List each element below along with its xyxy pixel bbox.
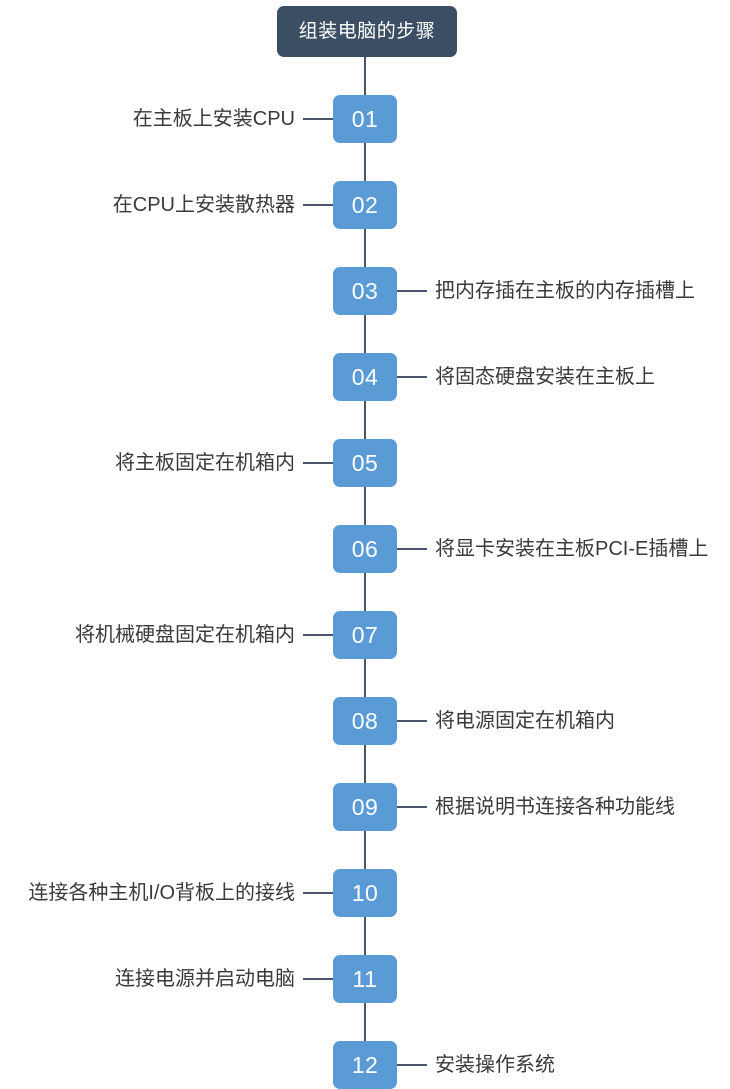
step-row: 04 将固态硬盘安装在主板上 xyxy=(0,353,730,401)
step-connector-line xyxy=(303,462,334,464)
step-number-box[interactable]: 10 xyxy=(333,869,397,917)
flowchart-title-text: 组装电脑的步骤 xyxy=(298,21,436,42)
step-row: 03 把内存插在主板的内存插槽上 xyxy=(0,267,730,315)
step-label-left: 连接各种主机I/O背板上的接线 xyxy=(28,882,295,904)
step-connector-line xyxy=(396,290,427,292)
step-label-right: 安装操作系统 xyxy=(435,1054,555,1076)
step-number-text: 03 xyxy=(351,277,379,304)
step-label-left: 将主板固定在机箱内 xyxy=(115,452,295,474)
step-row: 06 将显卡安装在主板PCI-E插槽上 xyxy=(0,525,730,573)
step-connector-line xyxy=(396,376,427,378)
step-row: 11 连接电源并启动电脑 xyxy=(0,955,730,1003)
step-row: 10 连接各种主机I/O背板上的接线 xyxy=(0,869,730,917)
step-number-box[interactable]: 01 xyxy=(333,95,397,143)
step-connector-line xyxy=(396,548,427,550)
step-number-box[interactable]: 12 xyxy=(333,1041,397,1089)
step-number-box[interactable]: 06 xyxy=(333,525,397,573)
step-number-box[interactable]: 08 xyxy=(333,697,397,745)
step-number-box[interactable]: 04 xyxy=(333,353,397,401)
step-row: 12 安装操作系统 xyxy=(0,1041,730,1089)
flowchart-title-card: 组装电脑的步骤 xyxy=(277,6,457,57)
step-number-box[interactable]: 03 xyxy=(333,267,397,315)
step-number-box[interactable]: 07 xyxy=(333,611,397,659)
step-number-text: 08 xyxy=(351,707,379,734)
step-connector-line xyxy=(396,720,427,722)
step-number-text: 01 xyxy=(351,105,379,132)
step-number-box[interactable]: 09 xyxy=(333,783,397,831)
step-row: 01 在主板上安装CPU xyxy=(0,95,730,143)
step-label-right: 根据说明书连接各种功能线 xyxy=(435,796,675,818)
step-connector-line xyxy=(396,1064,427,1066)
step-number-box[interactable]: 02 xyxy=(333,181,397,229)
step-connector-line xyxy=(396,806,427,808)
step-number-text: 04 xyxy=(351,363,379,390)
step-connector-line xyxy=(303,892,334,894)
step-number-box[interactable]: 11 xyxy=(333,955,397,1003)
step-number-text: 12 xyxy=(351,1051,379,1078)
step-label-left: 将机械硬盘固定在机箱内 xyxy=(75,624,295,646)
step-number-text: 06 xyxy=(351,535,379,562)
step-connector-line xyxy=(303,978,334,980)
step-label-right: 将电源固定在机箱内 xyxy=(435,710,615,732)
step-connector-line xyxy=(303,204,334,206)
step-number-text: 10 xyxy=(351,879,379,906)
step-label-left: 在CPU上安装散热器 xyxy=(112,194,295,216)
step-label-right: 将显卡安装在主板PCI-E插槽上 xyxy=(435,538,709,560)
step-label-left: 连接电源并启动电脑 xyxy=(115,968,295,990)
step-connector-line xyxy=(303,118,334,120)
step-label-right: 将固态硬盘安装在主板上 xyxy=(435,366,655,388)
step-label-right: 把内存插在主板的内存插槽上 xyxy=(435,280,695,302)
step-number-text: 05 xyxy=(351,449,379,476)
step-label-left: 在主板上安装CPU xyxy=(132,108,295,130)
step-number-text: 07 xyxy=(351,621,379,648)
step-row: 09 根据说明书连接各种功能线 xyxy=(0,783,730,831)
step-row: 05 将主板固定在机箱内 xyxy=(0,439,730,487)
step-row: 08 将电源固定在机箱内 xyxy=(0,697,730,745)
step-number-text: 02 xyxy=(351,191,379,218)
step-number-box[interactable]: 05 xyxy=(333,439,397,487)
step-number-text: 11 xyxy=(352,965,378,992)
step-row: 07 将机械硬盘固定在机箱内 xyxy=(0,611,730,659)
step-row: 02 在CPU上安装散热器 xyxy=(0,181,730,229)
step-connector-line xyxy=(303,634,334,636)
step-number-text: 09 xyxy=(351,793,379,820)
